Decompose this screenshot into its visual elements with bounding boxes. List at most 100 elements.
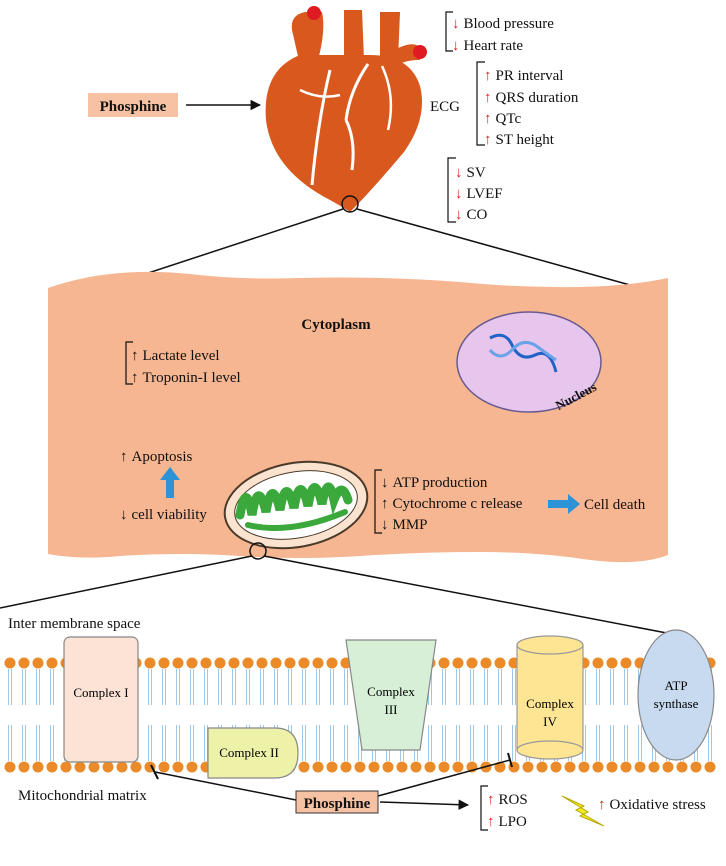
- lipid-head: [396, 761, 408, 773]
- arrow: ↑: [487, 814, 495, 830]
- lipid-head: [606, 761, 618, 773]
- lipid-head: [144, 657, 156, 669]
- up-arrow-icon: [160, 467, 180, 498]
- lipid-head: [452, 657, 464, 669]
- phosphine-label-top: Phosphine: [100, 99, 167, 115]
- arrow: ↑: [487, 792, 495, 808]
- marker-item: Troponin-I level: [143, 370, 241, 386]
- lipid-head: [606, 657, 618, 669]
- heart: [265, 6, 427, 213]
- function-item: SV: [467, 165, 486, 181]
- lipid-head: [4, 657, 16, 669]
- phosphine-box-top: [88, 93, 178, 117]
- arrow: ↓: [455, 165, 463, 181]
- lipid-head: [60, 761, 72, 773]
- lipid-head: [242, 657, 254, 669]
- lipid-head: [662, 761, 674, 773]
- ecg-item: QTc: [496, 111, 522, 127]
- complex-3: [345, 639, 437, 751]
- lipid-head: [578, 761, 590, 773]
- svg-text:↑ROS: ↑ROS: [487, 792, 528, 808]
- lipid-head: [172, 657, 184, 669]
- right-arrow-icon: [548, 494, 580, 514]
- dna-icon: [488, 333, 558, 373]
- arrow: ↓: [381, 475, 389, 491]
- cytoplasm-label: Cytoplasm: [301, 317, 371, 333]
- lipid-head: [410, 761, 422, 773]
- lipid-head: [270, 657, 282, 669]
- arrow: ↓: [455, 207, 463, 223]
- arrow: ↑: [381, 496, 389, 512]
- arrow: ↓: [455, 186, 463, 202]
- lipid-head: [340, 761, 352, 773]
- lipid-head: [438, 761, 450, 773]
- stress-item: ROS: [499, 792, 528, 808]
- svg-text:↓MMP: ↓MMP: [381, 517, 428, 533]
- mito-effects-list: ↓ATP production ↑Cytochrome c release ↓M…: [381, 475, 523, 533]
- lipid-head: [158, 657, 170, 669]
- hemo-item: Heart rate: [464, 38, 524, 54]
- atp-synthase-label-2: synthase: [654, 696, 699, 711]
- lipid-head: [228, 657, 240, 669]
- complex-1: [63, 636, 139, 763]
- lipid-head: [354, 761, 366, 773]
- lipid-head: [32, 761, 44, 773]
- lipid-head: [424, 761, 436, 773]
- phosphine-box-bottom: [295, 790, 379, 814]
- intermembrane-label: Inter membrane space: [8, 616, 141, 632]
- svg-text:↓SV: ↓SV: [455, 165, 486, 181]
- complex-2-label: Complex II: [219, 745, 279, 760]
- lipid-head: [312, 761, 324, 773]
- function-item: LVEF: [467, 186, 503, 202]
- lipid-head: [186, 761, 198, 773]
- effect-item: Cytochrome c release: [393, 496, 523, 512]
- lipid-head: [214, 657, 226, 669]
- lipid-head: [18, 761, 30, 773]
- svg-text:↓LVEF: ↓LVEF: [455, 186, 503, 202]
- lipid-head: [4, 761, 16, 773]
- svg-text:↑PR interval: ↑PR interval: [484, 68, 563, 84]
- mitochondrion: [223, 460, 369, 550]
- lipid-head: [284, 657, 296, 669]
- hemodynamics-list: ↓Blood pressure ↓Heart rate: [452, 16, 554, 54]
- lipid-head: [200, 657, 212, 669]
- lipid-head: [46, 657, 58, 669]
- lipid-head: [620, 761, 632, 773]
- cell-death-text: Cell death: [584, 497, 646, 513]
- lipid-head: [326, 761, 338, 773]
- lipid-head: [158, 761, 170, 773]
- complex-4: [516, 635, 584, 760]
- ecg-list: ↑PR interval ↑QRS duration ↑QTc ↑ST heig…: [484, 68, 579, 148]
- lipid-head: [634, 761, 646, 773]
- viability-text: ↓cell viability: [120, 507, 207, 523]
- lipid-head: [18, 657, 30, 669]
- complex-1-label: Complex I: [73, 685, 128, 700]
- atp-synthase: [637, 629, 715, 761]
- lipid-head: [466, 657, 478, 669]
- lipid-head: [326, 657, 338, 669]
- lipid-head: [102, 761, 114, 773]
- arrow: ↑: [131, 348, 139, 364]
- effect-item: MMP: [393, 517, 428, 533]
- lipid-head: [648, 761, 660, 773]
- lipid-head: [32, 657, 44, 669]
- lipid-head: [172, 761, 184, 773]
- lipid-head: [592, 761, 604, 773]
- atp-synthase-label-1: ATP: [664, 678, 687, 693]
- lipid-head: [46, 761, 58, 773]
- svg-text:↓CO: ↓CO: [455, 207, 488, 223]
- arrow: ↑: [484, 68, 492, 84]
- complex-3-label-1: Complex: [367, 684, 415, 699]
- stress-item: LPO: [499, 814, 528, 830]
- matrix-label: Mitochondrial matrix: [18, 788, 147, 804]
- lipid-head: [690, 761, 702, 773]
- arrow: ↓: [452, 16, 460, 32]
- arrow: ↑: [484, 90, 492, 106]
- svg-text:↓Heart rate: ↓Heart rate: [452, 38, 523, 54]
- complex-3-label-2: III: [385, 702, 398, 717]
- lipid-head: [676, 761, 688, 773]
- lipid-head: [564, 761, 576, 773]
- lipid-head: [74, 761, 86, 773]
- markers-list: ↑Lactate level ↑Troponin-I level: [131, 348, 241, 386]
- lipid-head: [298, 657, 310, 669]
